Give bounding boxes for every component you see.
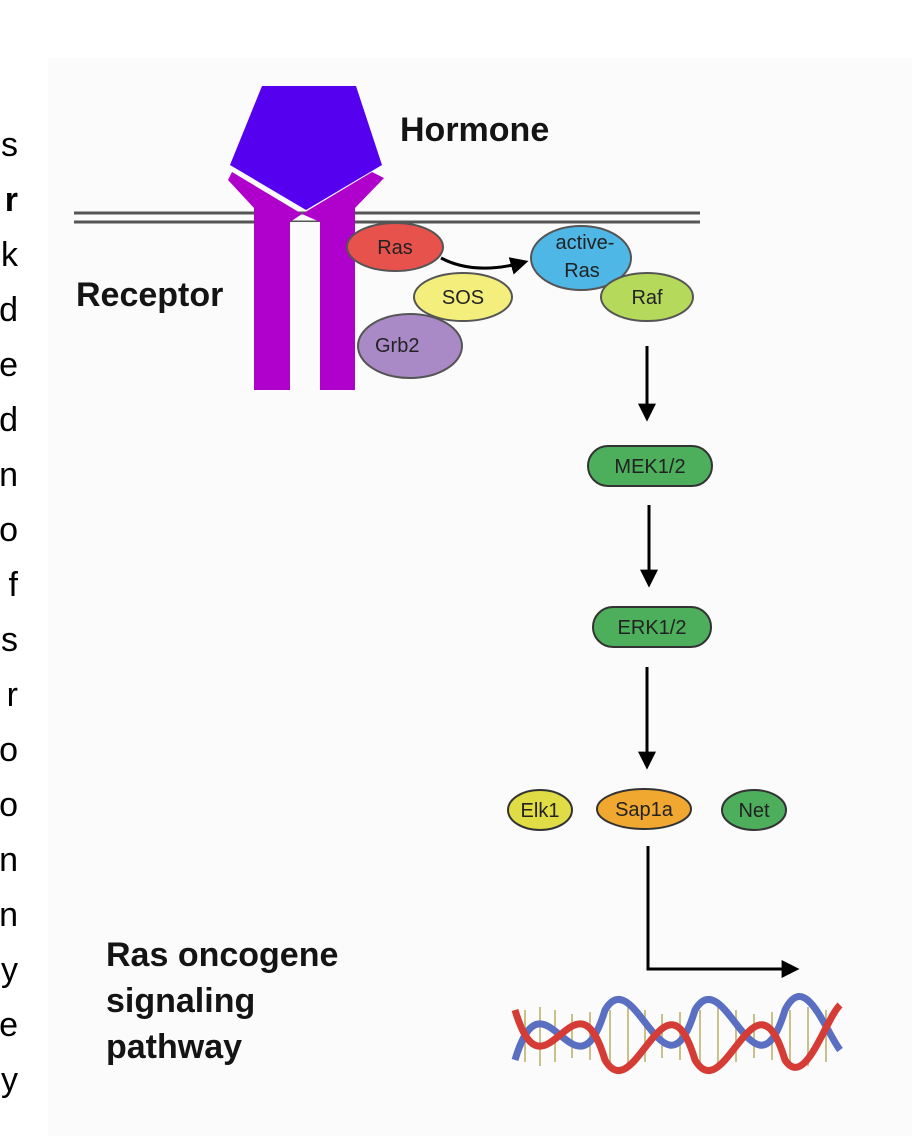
sap1a-node: Sap1a: [596, 788, 692, 830]
text-line-fragment: k: [1, 236, 18, 274]
text-line-fragment: n: [0, 896, 18, 934]
text-line-fragment: s: [1, 621, 18, 659]
transcription-arrow: [646, 846, 800, 978]
net-label: Net: [738, 800, 770, 822]
text-line-fragment: y: [1, 1061, 18, 1099]
erk-node: ERK1/2: [592, 606, 712, 648]
active-ras-node: active- Ras: [530, 225, 632, 291]
hormone-label: Hormone: [400, 111, 549, 149]
hormone-pentagon: [230, 86, 382, 210]
active-ras-label-line2: Ras: [564, 260, 600, 282]
receptor-shape: [228, 172, 384, 394]
ras-label: Ras: [377, 237, 413, 259]
receptor-body: [228, 172, 384, 390]
dna-base-pairs: [524, 1007, 827, 1066]
text-line-fragment: o: [0, 731, 18, 769]
cell-membrane: [74, 211, 700, 224]
raf-node: Raf: [600, 272, 694, 322]
text-line-fragment: n: [0, 841, 18, 879]
dna-strand-red: [511, 1002, 843, 1074]
text-line-fragment: s: [1, 126, 18, 164]
net-node: Net: [721, 789, 787, 831]
sos-node: SOS: [413, 272, 513, 322]
caption-line-3: pathway: [106, 1028, 242, 1066]
receptor-gap: [290, 222, 320, 394]
mek-node: MEK1/2: [587, 445, 713, 487]
text-line-fragment: f: [8, 566, 18, 604]
text-line-fragment: r: [6, 676, 18, 714]
text-line-fragment: e: [0, 1006, 18, 1044]
text-line-fragment: e: [0, 346, 18, 384]
sos-label: SOS: [442, 287, 484, 309]
hormone-shape: [230, 86, 382, 210]
sap1a-label: Sap1a: [615, 799, 674, 821]
activation-arrow: [440, 256, 529, 275]
dna-helix-image: [511, 993, 843, 1074]
text-line-fragment: y: [1, 951, 18, 989]
caption-line-1: Ras oncogene: [106, 936, 338, 974]
ras-node: Ras: [346, 222, 444, 272]
grb2-label: Grb2: [375, 335, 419, 357]
cut-off-paragraph: s r k d e d n o f s r o o n n y e y: [0, 118, 18, 1136]
erk-label: ERK1/2: [618, 617, 687, 639]
text-line-fragment: o: [0, 786, 18, 824]
raf-label: Raf: [631, 287, 663, 309]
active-ras-label-line1: active-: [556, 232, 615, 254]
grb2-node: Grb2: [357, 313, 463, 379]
pathway-diagram-panel: [48, 58, 912, 1136]
text-line-fragment: n: [0, 456, 18, 494]
text-line-fragment: o: [0, 511, 18, 549]
text-line-fragment: r: [4, 181, 18, 219]
text-line-fragment: d: [0, 291, 18, 329]
caption-line-2: signaling: [106, 982, 255, 1020]
text-line-fragment: d: [0, 401, 18, 439]
elk1-label: Elk1: [521, 800, 560, 822]
mek-label: MEK1/2: [614, 456, 685, 478]
elk1-node: Elk1: [507, 789, 573, 831]
dna-strand-blue: [511, 993, 843, 1062]
receptor-label: Receptor: [76, 276, 223, 314]
